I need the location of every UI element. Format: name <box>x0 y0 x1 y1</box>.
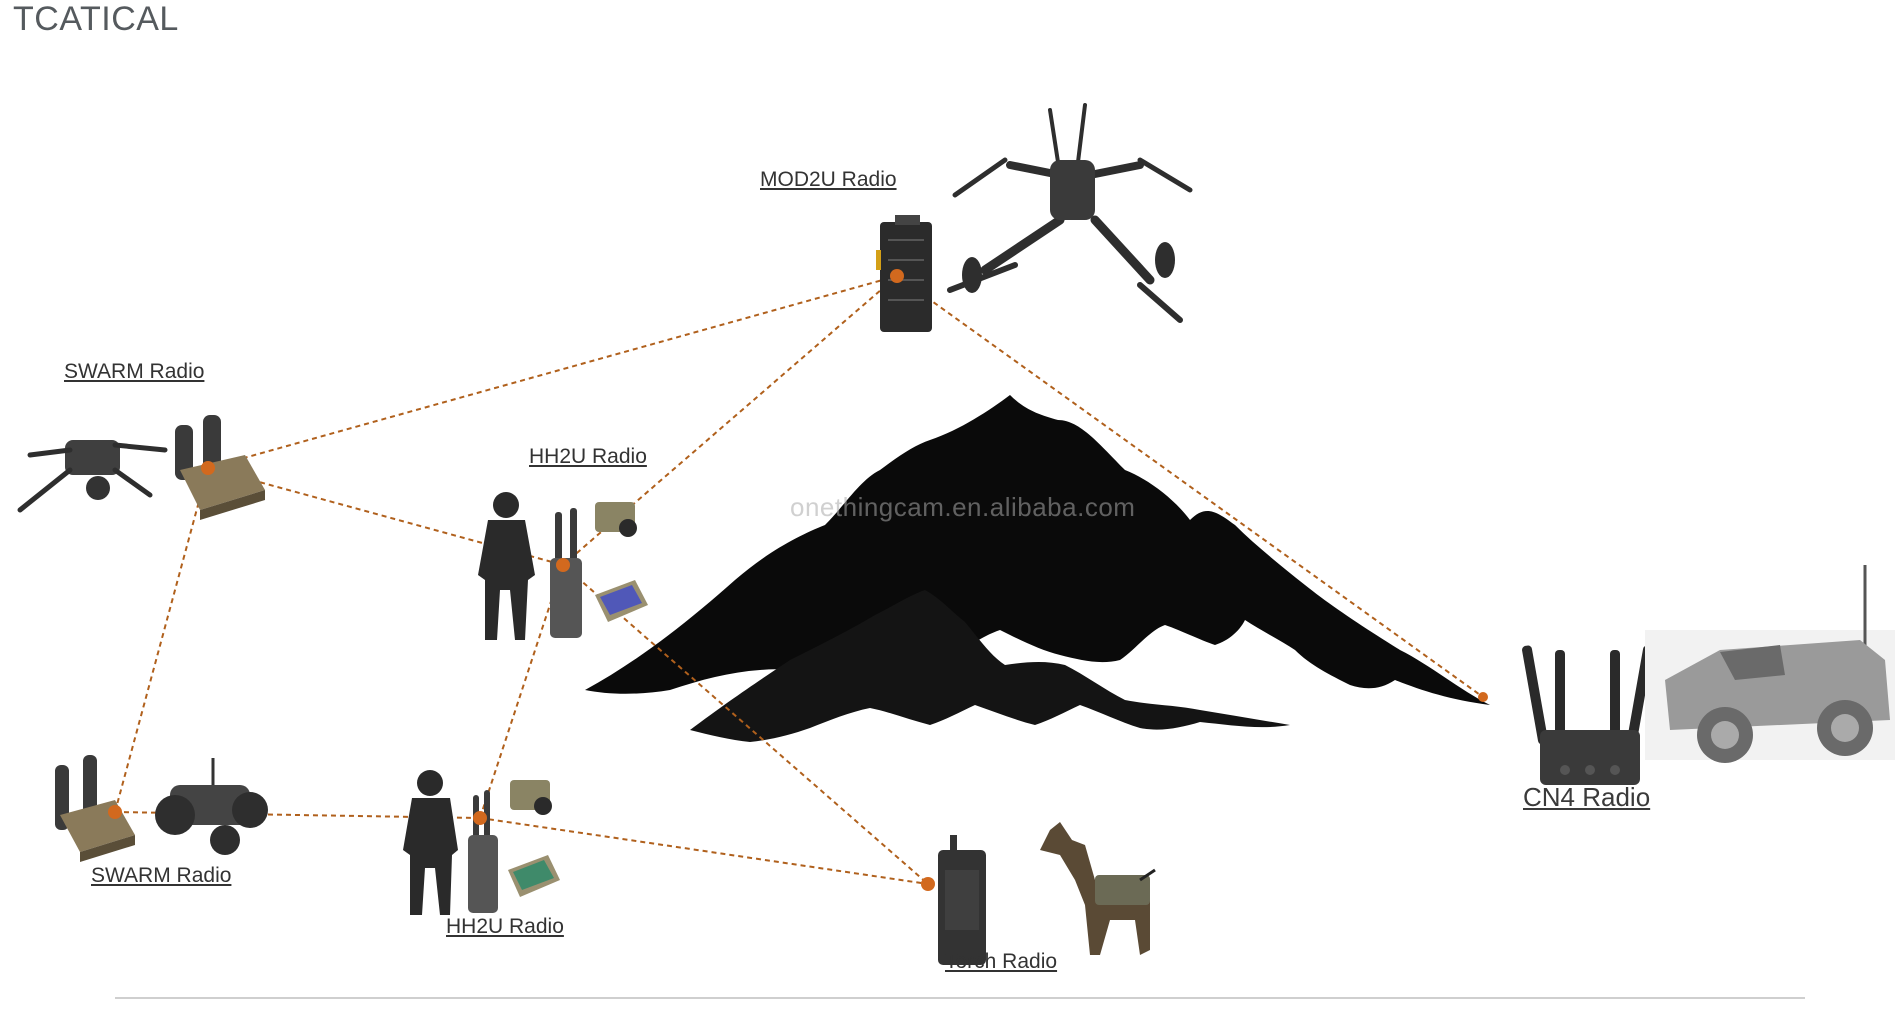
node-dot-hh2u_bottom <box>473 811 487 825</box>
mod2u-radio-label: MOD2U Radio <box>760 168 897 191</box>
tablet-icon <box>508 855 560 897</box>
torch-radio-icon <box>938 835 986 965</box>
watermark: onethingcam.en.alibaba.com <box>790 492 1136 522</box>
node-dot-hh2u_top <box>556 558 570 572</box>
camera-icon <box>510 780 552 815</box>
node-dot-cn4 <box>1478 692 1488 702</box>
node-dot-swarm_top <box>201 461 215 475</box>
quadcopter-drone-icon <box>947 103 1193 323</box>
k9-dog-icon <box>1040 822 1156 955</box>
camera-icon <box>595 502 637 537</box>
page-title: TCATICAL <box>13 0 179 38</box>
swarm-radio-top-label: SWARM Radio <box>64 360 205 383</box>
torch-radio-label: Torch Radio <box>945 950 1058 973</box>
cn4-router-icon <box>1522 645 1653 785</box>
tablet-icon <box>595 580 648 622</box>
hh2u-radio-bottom-label: HH2U Radio <box>446 915 564 938</box>
robot-rover-icon <box>155 758 268 855</box>
divider <box>115 997 1805 999</box>
hh2u-radio-top-label: HH2U Radio <box>529 445 647 468</box>
swarm-radio-icon <box>175 415 265 520</box>
quadcopter-drone-icon <box>17 440 168 513</box>
link-swarm_top-mod2u <box>207 275 898 469</box>
armored-vehicle-icon <box>1645 565 1895 763</box>
node-dot-swarm_bottom <box>108 805 122 819</box>
swarm-radio-bottom-label: SWARM Radio <box>91 864 232 887</box>
link-mod2u-cn4 <box>896 275 1484 698</box>
mountain-icon <box>585 395 1490 742</box>
link-hh2u_bottom-torch <box>479 817 929 885</box>
node-dot-mod2u <box>890 269 904 283</box>
swarm-radio-icon <box>55 755 135 862</box>
soldier-icon <box>478 492 535 640</box>
soldier-icon <box>403 770 458 915</box>
handheld-radio-icon <box>550 508 582 638</box>
link-swarm_bottom-hh2u_bottom <box>114 811 481 819</box>
mod2u-radio-icon <box>876 215 932 332</box>
cn4-radio-label: CN4 Radio <box>1523 782 1651 812</box>
node-dots <box>108 269 1488 891</box>
node-dot-torch <box>921 877 935 891</box>
link-swarm_top-swarm_bottom <box>114 467 209 813</box>
